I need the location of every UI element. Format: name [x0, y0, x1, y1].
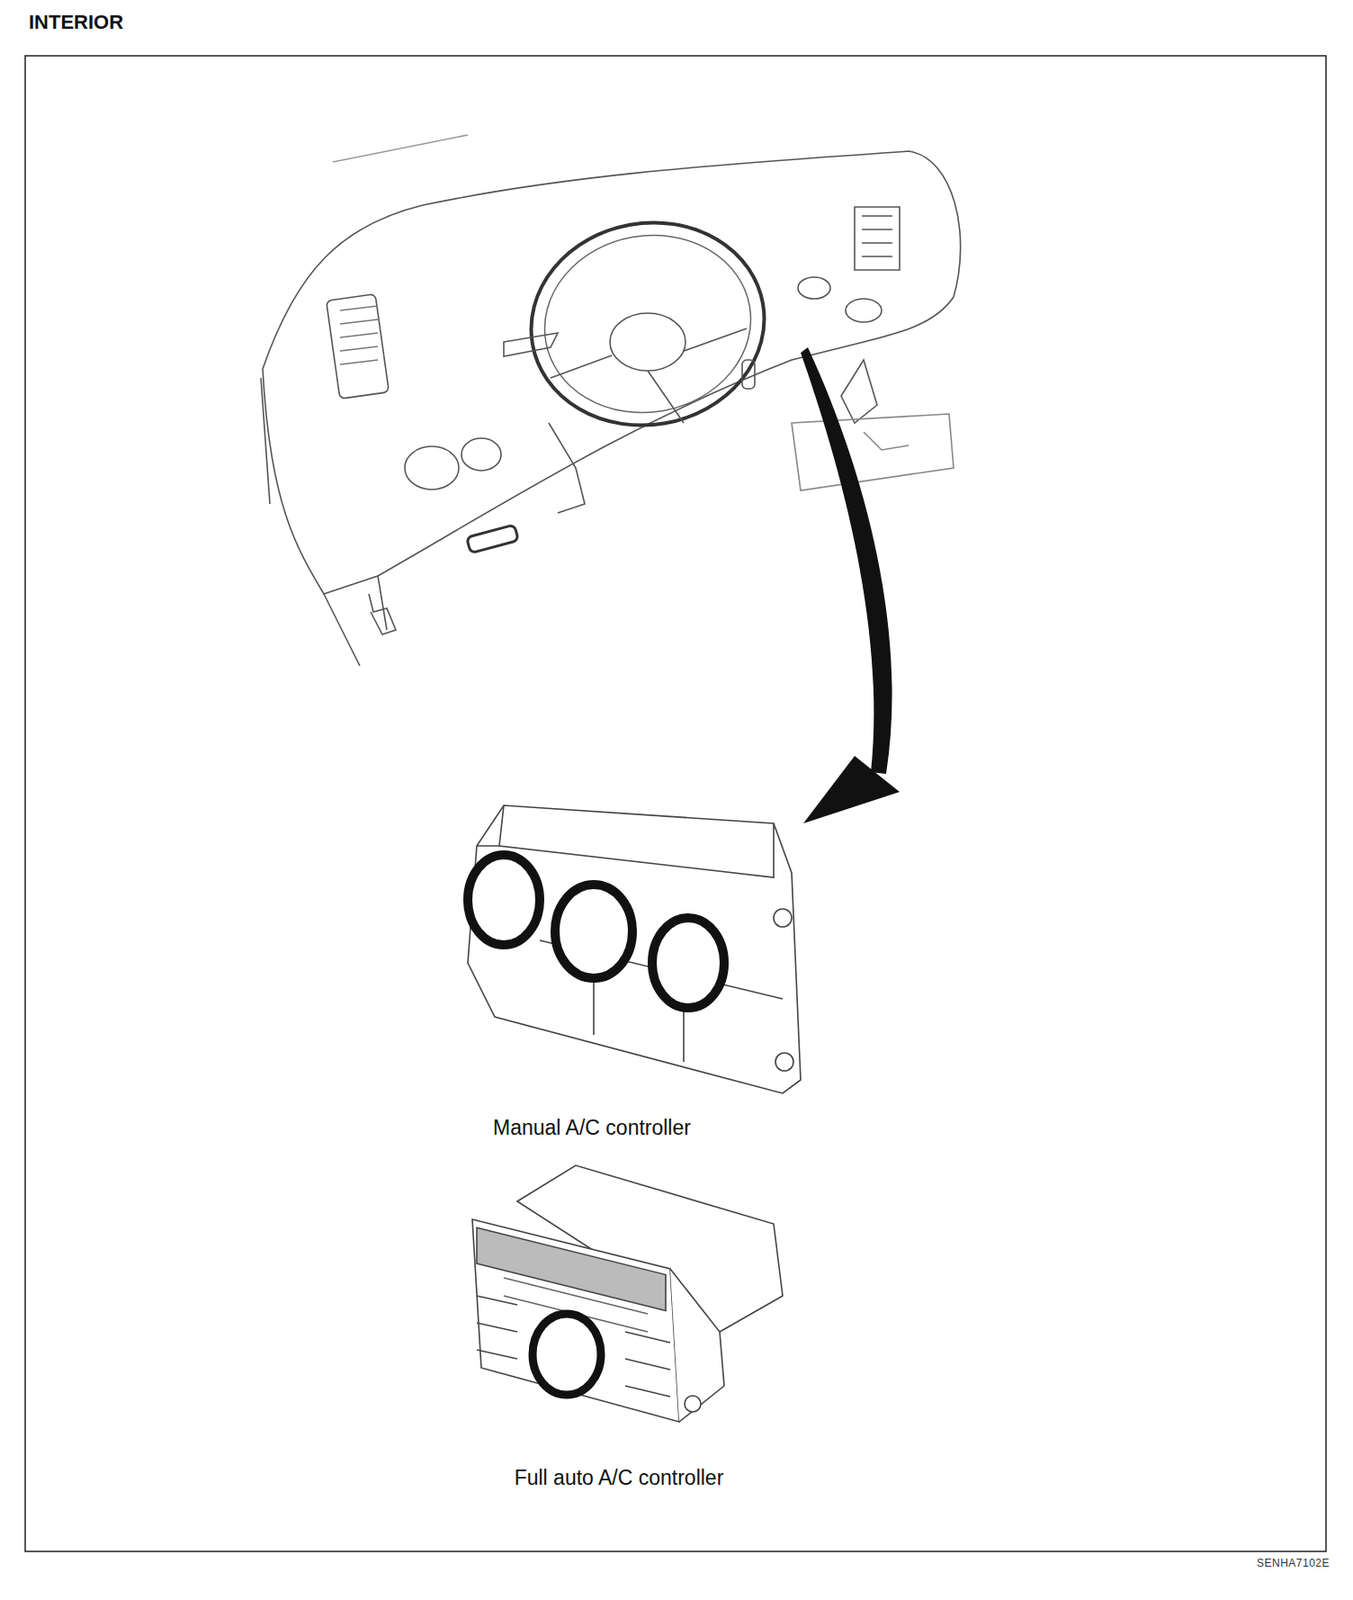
dashboard-lower-edge	[260, 377, 387, 666]
steering-wheel-rim	[515, 204, 781, 444]
windshield-line	[332, 134, 468, 162]
mounting-tab	[773, 908, 792, 927]
part-caption: Manual A/C controller	[492, 1115, 691, 1140]
location-arrow	[800, 347, 900, 824]
arrow-shaft	[800, 347, 893, 774]
steering-column	[548, 422, 585, 513]
mode-knob	[555, 884, 633, 978]
steering-wheel-inner	[530, 219, 766, 430]
controller-housing	[467, 805, 801, 1094]
manual-ac-controller	[467, 805, 801, 1094]
pedal	[368, 593, 396, 635]
figure-code: SENHA7102E	[1256, 1556, 1330, 1569]
mounting-tab	[684, 1395, 701, 1412]
wheel-button	[742, 359, 755, 389]
stalk-lever	[503, 332, 558, 357]
fan-knob	[467, 854, 540, 945]
part-caption: Full auto A/C controller	[514, 1465, 725, 1490]
button-rows	[476, 1295, 671, 1397]
frame-border	[25, 55, 1327, 1551]
center-knob	[845, 298, 882, 323]
temp-knob	[652, 917, 725, 1008]
page-title: INTERIOR	[28, 10, 124, 35]
center-knob	[797, 277, 831, 299]
mounting-tab	[775, 1052, 794, 1071]
dashboard-drawing	[260, 134, 961, 666]
vent-louvers	[340, 305, 378, 365]
side-vent	[326, 294, 390, 400]
main-knob	[532, 1313, 601, 1395]
arrow-head	[803, 755, 900, 824]
steering-spokes	[550, 328, 747, 423]
controller-side	[670, 1268, 725, 1422]
steering-hub	[609, 313, 686, 371]
full-auto-ac-controller	[472, 1164, 783, 1422]
knee-switch	[466, 524, 520, 554]
shift-lever	[841, 359, 878, 423]
center-stack-vents	[854, 206, 900, 270]
controller-face	[472, 1218, 680, 1422]
dash-dial	[461, 438, 502, 471]
display-band	[476, 1227, 666, 1310]
dash-dial	[404, 446, 459, 490]
center-console	[791, 413, 954, 491]
